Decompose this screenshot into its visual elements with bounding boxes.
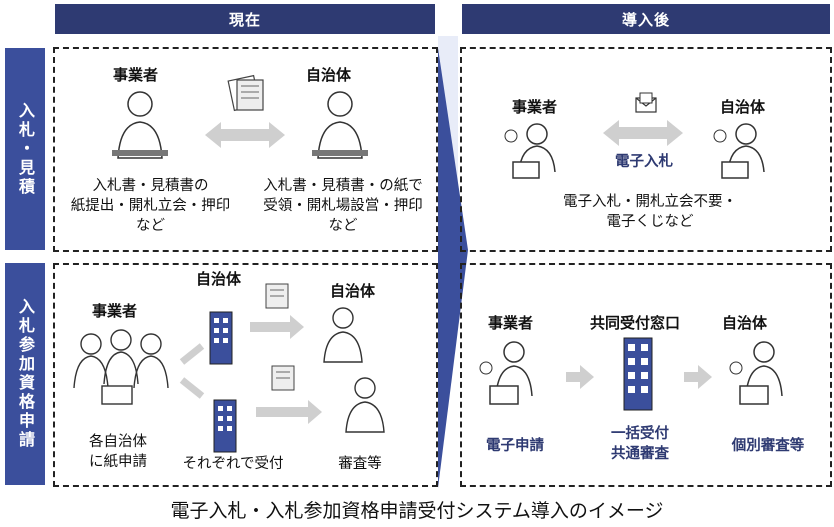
exchange-arrow-icon — [603, 120, 683, 146]
paper-documents-icon — [227, 74, 264, 112]
municipality-laptop-icon — [713, 123, 765, 179]
panel-bidding-current — [53, 47, 438, 252]
caption-line: 電子くじなど — [606, 214, 694, 230]
joint-window-caption: 一括受付 共通審査 — [592, 424, 688, 464]
business-laptop-icon — [479, 341, 533, 405]
role-municipality: 自治体 — [330, 282, 376, 300]
bidding-municipality-caption: 入札書・見積書・の紙で 受領・開札場設営・押印 など — [253, 176, 433, 236]
flow-arrow — [566, 365, 594, 389]
paper-documents-icon — [271, 365, 295, 391]
qual-middle-caption: それぞれで受付 — [182, 456, 284, 472]
caption-line: など — [328, 218, 358, 234]
row-label-bidding: 入札・見積 — [5, 48, 45, 250]
exchange-arrow-icon — [205, 122, 285, 148]
bidding-business-caption: 入札書・見積書の 紙提出・開札立会・押印 など — [68, 176, 233, 236]
flow-arrow — [684, 365, 712, 389]
role-municipality: 自治体 — [720, 98, 766, 116]
flow-arrow — [256, 400, 322, 424]
business-laptop-icon — [504, 123, 556, 179]
email-icon — [635, 92, 657, 113]
panel-qual-after — [460, 263, 832, 487]
electronic-bidding-label: 電子入札 — [615, 154, 673, 170]
caption-line: に紙申請 — [89, 454, 147, 470]
role-municipality: 自治体 — [722, 314, 768, 332]
caption-line: 共通審査 — [611, 446, 669, 462]
flow-arrow — [250, 315, 304, 339]
caption-line: 紙提出・開札立会・押印 — [70, 198, 231, 214]
business-group-icon — [73, 329, 169, 405]
paper-documents-icon — [265, 283, 289, 309]
caption-line: 受領・開札場設営・押印 — [263, 198, 423, 214]
panel-bidding-after — [460, 47, 832, 252]
branch-arrows — [179, 343, 205, 399]
building-icon — [213, 399, 237, 453]
role-business: 事業者 — [512, 98, 558, 116]
building-icon — [209, 311, 233, 365]
municipality-person-icon — [345, 377, 385, 433]
individual-review-label: 個別審査等 — [731, 438, 805, 454]
row-label-qualification: 入札参加資格申請 — [5, 263, 45, 485]
caption-line: 各自治体 — [89, 434, 147, 450]
caption-line: 入札書・見積書・の紙で — [263, 178, 423, 194]
header-after: 導入後 — [462, 4, 830, 34]
figure-caption: 電子入札・入札参加資格申請受付システム導入のイメージ — [170, 500, 664, 522]
municipality-laptop-icon — [729, 341, 783, 405]
building-icon — [623, 337, 653, 411]
qual-business-caption: 各自治体 に紙申請 — [78, 432, 158, 472]
header-current: 現在 — [55, 4, 435, 34]
role-business: 事業者 — [92, 302, 138, 320]
role-joint-window: 共同受付窓口 — [590, 314, 681, 332]
caption-line: 一括受付 — [611, 426, 669, 442]
caption-line: 入札書・見積書の — [92, 178, 209, 194]
municipality-person-icon — [323, 307, 363, 363]
role-municipality: 自治体 — [306, 66, 352, 84]
role-business: 事業者 — [113, 66, 159, 84]
bidding-after-caption: 電子入札・開札立会不要・ 電子くじなど — [520, 192, 780, 232]
municipality-person-icon — [312, 91, 368, 159]
business-person-icon — [112, 91, 168, 159]
caption-line: 電子入札・開札立会不要・ — [563, 194, 737, 210]
role-business: 事業者 — [488, 314, 534, 332]
caption-line: など — [136, 218, 165, 234]
role-municipality: 自治体 — [196, 270, 242, 288]
electronic-application-label: 電子申請 — [486, 438, 544, 454]
panel-qual-current — [53, 263, 438, 487]
qual-municipality-caption: 審査等 — [338, 456, 382, 472]
